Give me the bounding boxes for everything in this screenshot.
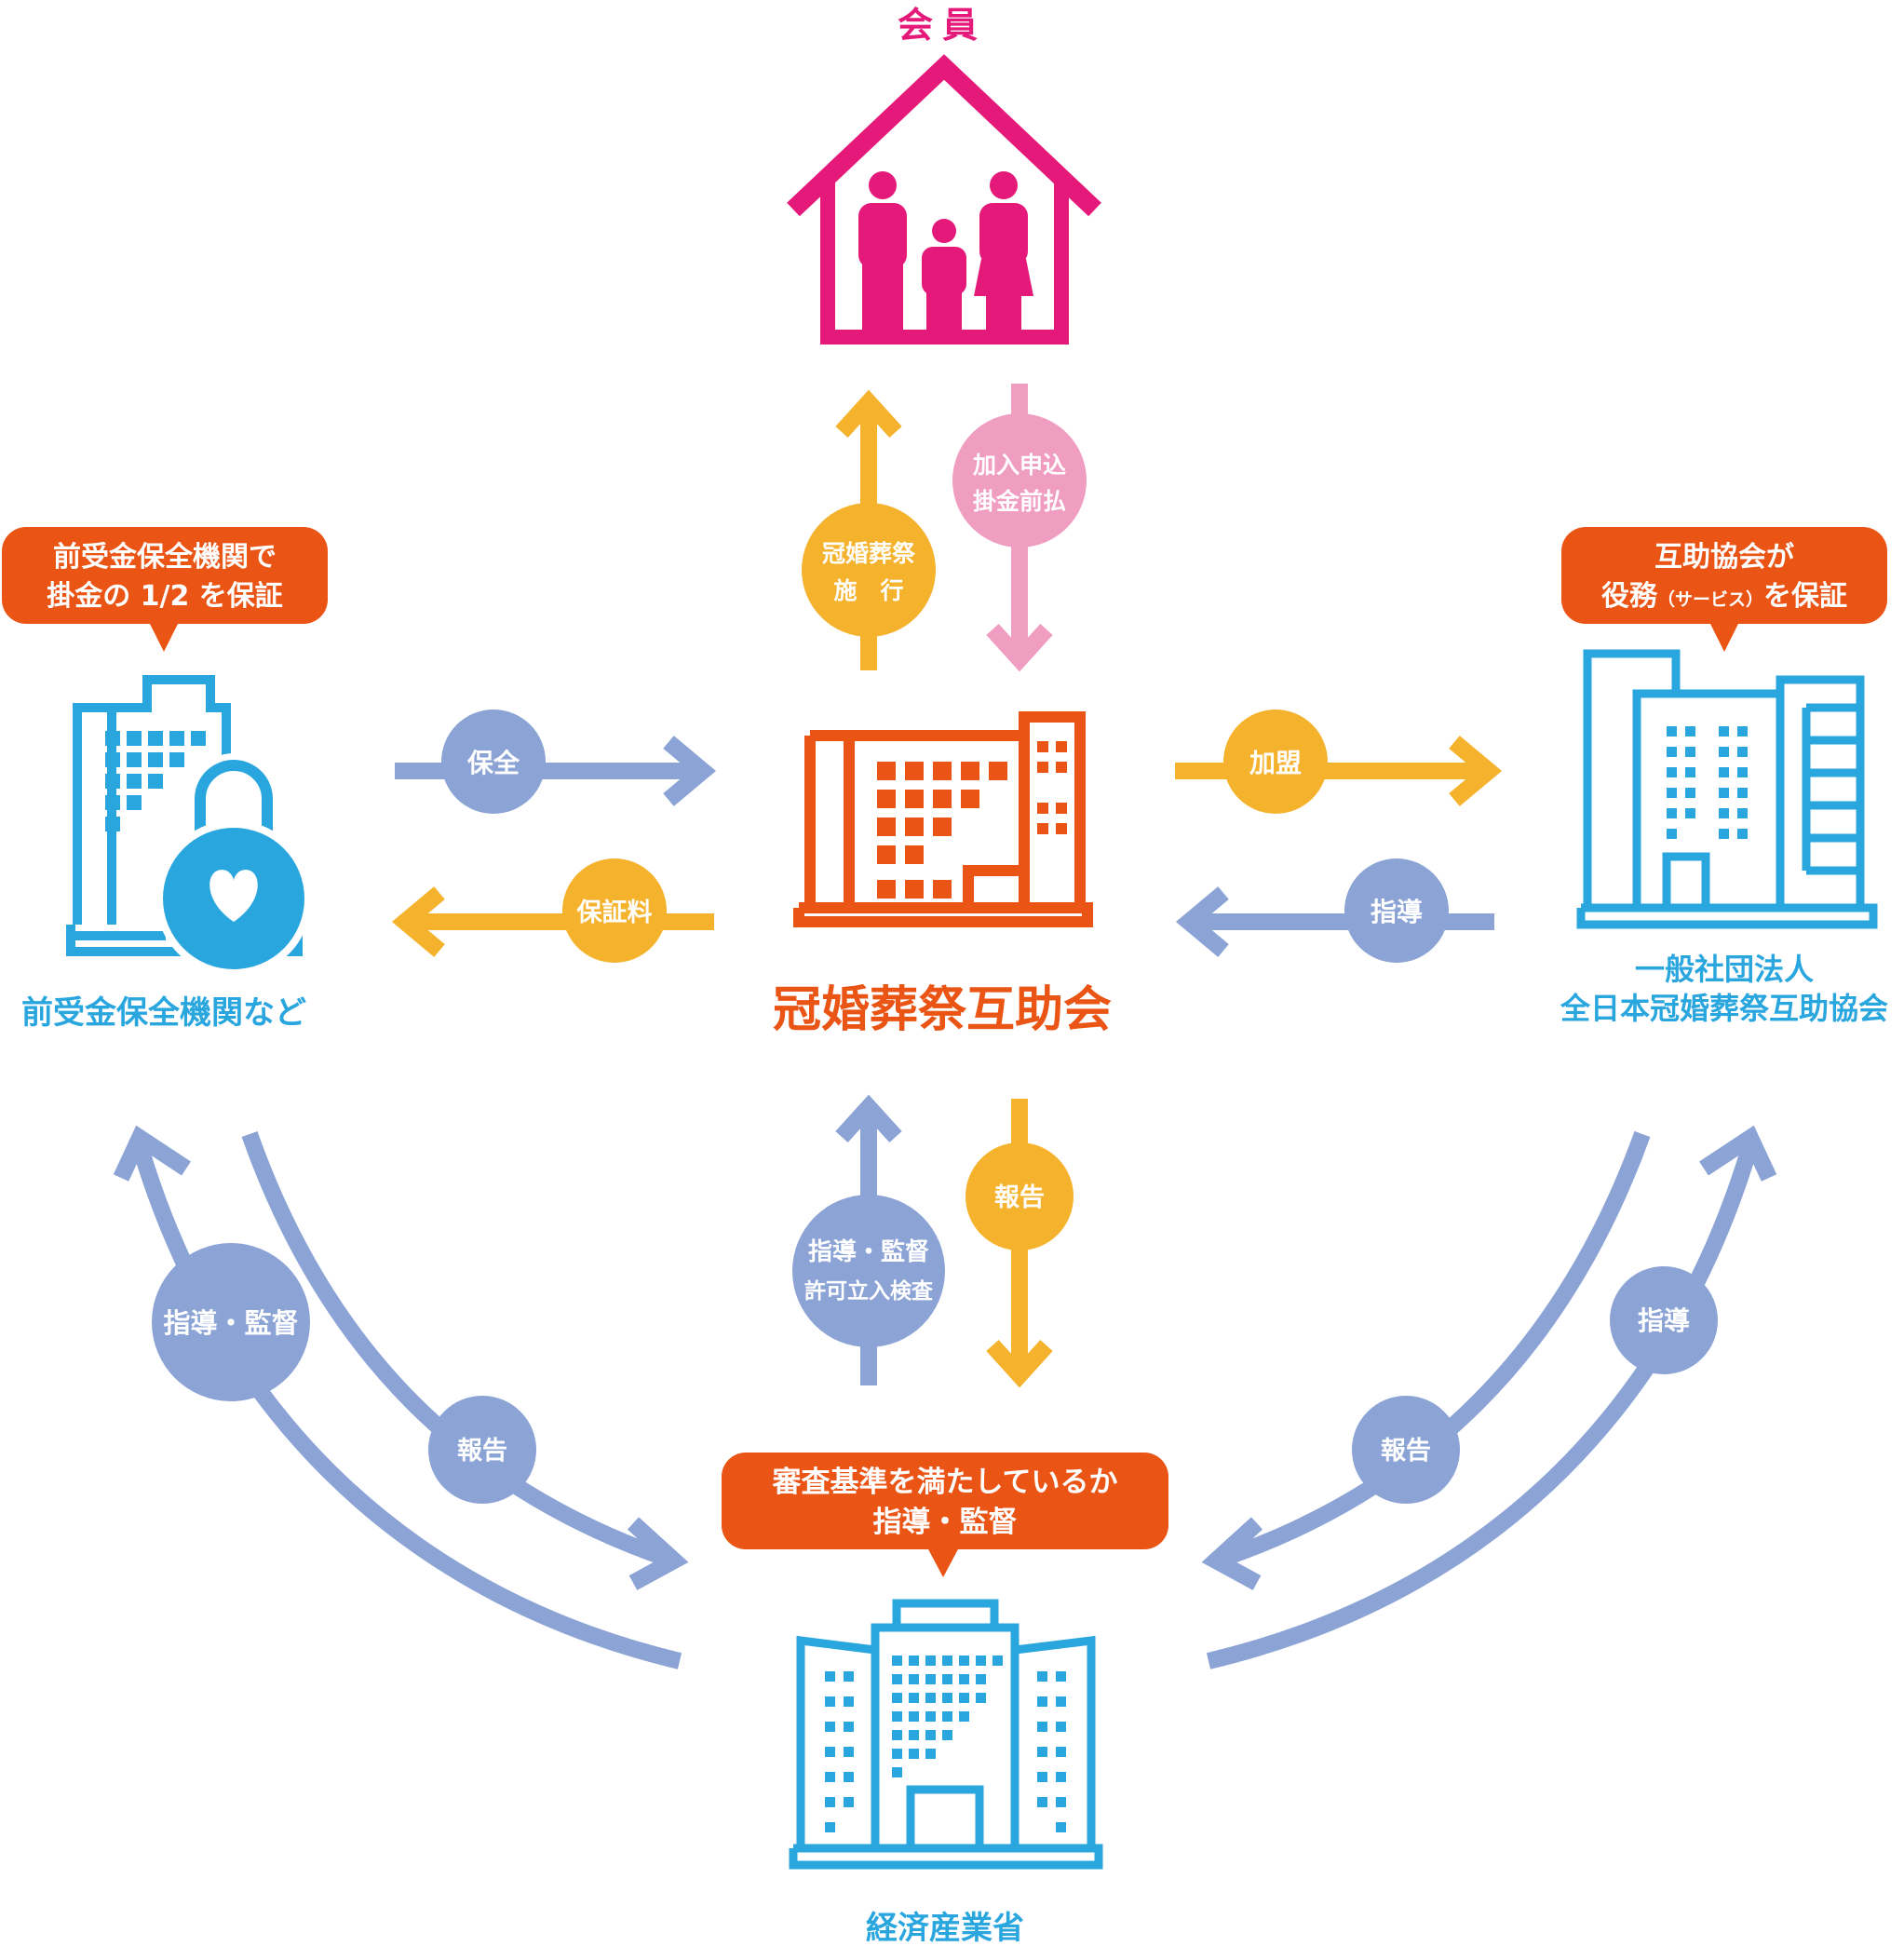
house-family-icon xyxy=(787,54,1101,345)
guidance-assoc-label: 指導 xyxy=(1371,897,1423,927)
ministry-callout-line2: 指導・監督 xyxy=(873,1506,1018,1539)
association-callout: 互助協会が 役務（サービス）を保証 xyxy=(1561,527,1887,652)
fee-badge xyxy=(562,858,667,963)
report-center-badge xyxy=(966,1142,1074,1250)
membership-flow: 加盟 xyxy=(1175,709,1503,814)
join-label-line1: 加入申込 xyxy=(972,452,1066,479)
association-callout-line2-a: 役務 xyxy=(1601,580,1658,613)
guarantee-callout: 前受金保全機関で 掛金の 1/2 を保証 xyxy=(2,527,328,652)
fee-flow: 保証料 xyxy=(391,858,714,963)
cooperative-label: 冠婚葬祭互助会 xyxy=(773,982,1112,1038)
ministry-up-badge xyxy=(792,1195,945,1347)
office-building-icon xyxy=(793,711,1093,927)
membership-badge xyxy=(1223,709,1328,814)
left-down-badge xyxy=(428,1396,536,1504)
left-down-flow: 報告 xyxy=(241,1130,689,1590)
member-node: 会員 xyxy=(787,5,1101,345)
report-center-flow: 報告 xyxy=(966,1099,1074,1388)
association-callout-line1: 互助協会が xyxy=(1654,541,1794,574)
ministry-up-flow: 指導・監督 許可立入検査 xyxy=(792,1094,945,1385)
association-label-line2: 全日本冠婚葬祭互助協会 xyxy=(1560,991,1888,1026)
association-node: 一般社団法人 全日本冠婚葬祭互助協会 xyxy=(1560,649,1888,1026)
protection-badge xyxy=(441,709,546,814)
ministry-callout-line1: 審査基準を満たしているか xyxy=(771,1466,1117,1499)
guarantee-label: 前受金保全機関など xyxy=(21,994,306,1032)
join-flow: 加入申込 掛金前払 xyxy=(952,384,1087,672)
association-callout-line2: 役務（サービス）を保証 xyxy=(1601,580,1847,613)
ministry-label: 経済産業省 xyxy=(866,1910,1024,1946)
right-down-flow: 報告 xyxy=(1201,1130,1651,1590)
right-up-label: 指導 xyxy=(1638,1305,1690,1336)
ministry-up-label-line1: 指導・監督 xyxy=(808,1237,929,1266)
guidance-assoc-badge xyxy=(1344,858,1449,963)
member-label: 会員 xyxy=(898,5,987,46)
ceremony-badge xyxy=(802,503,936,637)
join-badge xyxy=(952,413,1087,547)
office-building-icon xyxy=(1576,649,1878,929)
ceremony-label-line2: 施 行 xyxy=(833,577,903,604)
membership-label: 加盟 xyxy=(1249,748,1302,778)
ceremony-flow: 冠婚葬祭 施 行 xyxy=(802,389,936,670)
office-windows xyxy=(877,741,1067,899)
guidance-assoc-flow: 指導 xyxy=(1175,858,1494,963)
ministry-up-label-line2: 許可立入検査 xyxy=(804,1278,933,1304)
guarantee-callout-line1: 前受金保全機関で xyxy=(53,541,277,574)
right-up-flow: 指導 xyxy=(1206,1125,1777,1669)
left-up-flow: 指導・監督 xyxy=(113,1125,682,1669)
right-down-badge xyxy=(1352,1396,1460,1504)
ministry-callout: 審査基準を満たしているか 指導・監督 xyxy=(722,1453,1168,1577)
right-down-label: 報告 xyxy=(1381,1437,1431,1466)
left-up-badge xyxy=(152,1243,310,1401)
government-building-icon xyxy=(789,1599,1103,1870)
right-up-badge xyxy=(1610,1266,1718,1374)
fee-label: 保証料 xyxy=(576,898,653,927)
report-center-label: 報告 xyxy=(994,1183,1045,1212)
guarantee-node: 前受金保全機関など xyxy=(21,675,312,1032)
protection-label: 保全 xyxy=(467,748,520,778)
association-callout-line2-c: を保証 xyxy=(1763,580,1847,613)
association-label-line1: 一般社団法人 xyxy=(1635,952,1814,987)
cooperative-node: 冠婚葬祭互助会 xyxy=(773,711,1112,1038)
protection-flow: 保全 xyxy=(395,709,717,814)
association-windows xyxy=(1667,726,1748,839)
association-callout-line2-b: （サービス） xyxy=(1657,588,1763,610)
building-padlock-icon xyxy=(66,675,312,977)
join-label-line2: 掛金前払 xyxy=(973,488,1066,515)
left-down-label: 報告 xyxy=(457,1437,507,1466)
ceremony-label-line1: 冠婚葬祭 xyxy=(822,540,916,567)
guarantee-callout-line2: 掛金の 1/2 を保証 xyxy=(47,580,283,613)
ministry-windows xyxy=(825,1655,1066,1832)
left-up-label: 指導・監督 xyxy=(163,1307,298,1339)
ministry-node: 経済産業省 xyxy=(789,1599,1103,1946)
